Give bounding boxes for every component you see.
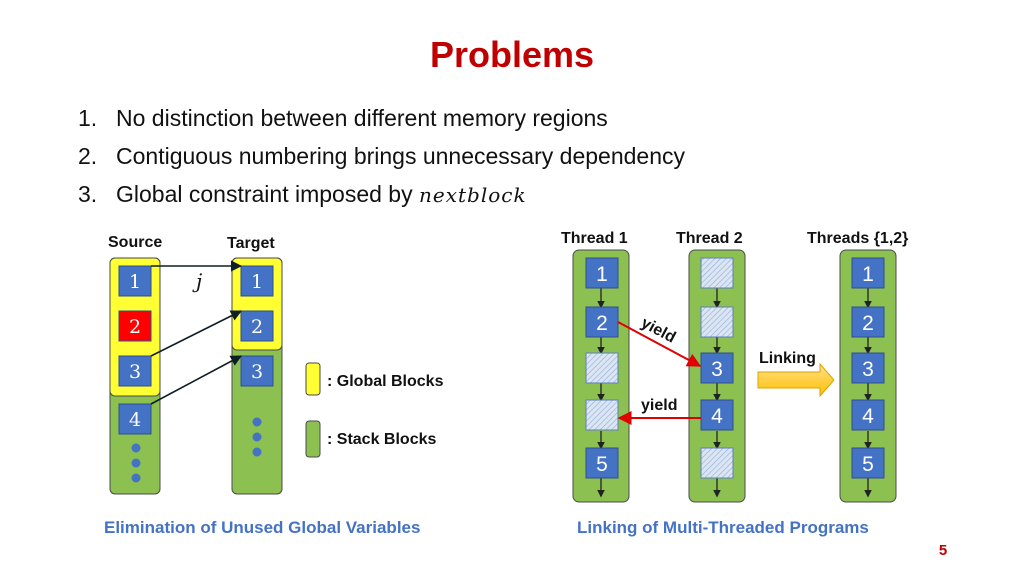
svg-text:1: 1	[251, 271, 263, 293]
svg-text:2: 2	[251, 316, 263, 338]
problem-text: No distinction between different memory …	[116, 105, 608, 131]
linking-arrow	[757, 362, 835, 398]
svg-text:3: 3	[711, 358, 723, 381]
legend-stack: : Stack Blocks	[305, 420, 436, 458]
problem-number: 1.	[78, 105, 98, 131]
target-block: 2	[240, 310, 274, 342]
slide-title: Problems	[429, 34, 595, 75]
svg-text:3: 3	[129, 361, 141, 383]
svg-text:2: 2	[596, 312, 608, 335]
merged-block: 4	[851, 399, 885, 431]
merged-label: Threads {1,2}	[807, 230, 908, 247]
problem-number: 2.	[78, 143, 98, 169]
thread-block: 5	[585, 447, 619, 479]
yield-label: yield	[641, 397, 677, 414]
source-block: 4	[118, 403, 152, 435]
thread-block: 3	[700, 352, 734, 384]
problem-text: Global constraint imposed by	[116, 181, 419, 207]
thread2-label: Thread 2	[676, 230, 743, 247]
problem-number: 3.	[78, 181, 98, 207]
svg-text:2: 2	[862, 312, 874, 335]
jump-label: j	[192, 269, 202, 293]
hatched-block	[700, 257, 734, 289]
mapping-arrow	[150, 310, 243, 357]
merged-block: 1	[851, 257, 885, 289]
hatched-block	[700, 447, 734, 479]
ellipsis-dots	[131, 443, 141, 483]
svg-text:1: 1	[129, 271, 141, 293]
problem-text: Contiguous numbering brings unnecessary …	[116, 143, 685, 169]
source-block: 1	[118, 265, 152, 297]
target-block: 3	[240, 355, 274, 387]
yield-arrow	[617, 321, 702, 367]
problem-item: 3. Global constraint imposed by nextblock	[78, 178, 685, 216]
source-block: 3	[118, 355, 152, 387]
svg-text:4: 4	[129, 409, 141, 431]
yield-label: yield	[638, 315, 678, 347]
legend-global: : Global Blocks	[305, 362, 444, 396]
thread-block: 1	[585, 257, 619, 289]
target-block: 1	[240, 265, 274, 297]
hatched-block	[585, 352, 619, 384]
svg-text:5: 5	[862, 453, 874, 476]
svg-text:2: 2	[129, 316, 141, 338]
hatched-block	[585, 399, 619, 431]
svg-text:1: 1	[596, 263, 608, 286]
linking-label: Linking	[759, 350, 816, 367]
left-caption: Elimination of Unused Global Variables	[104, 518, 420, 537]
target-label: Target	[227, 235, 275, 252]
problem-list: 1. No distinction between different memor…	[78, 102, 685, 216]
problem-item: 1. No distinction between different memor…	[78, 102, 685, 140]
page-number: 5	[939, 542, 947, 559]
merged-block: 3	[851, 352, 885, 384]
thread1-label: Thread 1	[561, 230, 628, 247]
thread-block: 4	[700, 399, 734, 431]
hatched-block	[700, 306, 734, 338]
svg-text:4: 4	[862, 405, 874, 428]
merged-block: 5	[851, 447, 885, 479]
nextblock-term: nextblock	[419, 183, 527, 207]
right-caption: Linking of Multi-Threaded Programs	[577, 518, 869, 537]
ellipsis-dots	[252, 417, 262, 457]
source-block: 2	[118, 310, 152, 342]
svg-text:: Stack Blocks: : Stack Blocks	[327, 431, 436, 448]
svg-text:4: 4	[711, 405, 723, 428]
source-label: Source	[108, 234, 162, 251]
svg-text:3: 3	[862, 358, 874, 381]
svg-text:1: 1	[862, 263, 874, 286]
thread-block: 2	[585, 306, 619, 338]
mapping-arrow	[150, 355, 242, 405]
svg-text:: Global Blocks: : Global Blocks	[327, 373, 444, 390]
problem-item: 2. Contiguous numbering brings unnecessar…	[78, 140, 685, 178]
svg-text:3: 3	[251, 361, 263, 383]
svg-text:5: 5	[596, 453, 608, 476]
merged-block: 2	[851, 306, 885, 338]
